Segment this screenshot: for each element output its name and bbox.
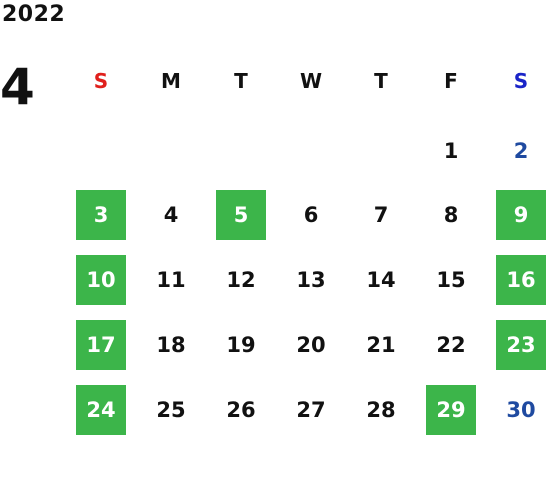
day-cell-22[interactable]: 22 <box>436 333 466 357</box>
day-cell-26[interactable]: 26 <box>226 398 256 422</box>
weekday-header-5: F <box>444 69 458 93</box>
month-label: 4 <box>0 58 35 116</box>
day-cell-23[interactable]: 23 <box>496 320 546 370</box>
day-cell-25[interactable]: 25 <box>156 398 186 422</box>
day-cell-14[interactable]: 14 <box>366 268 396 292</box>
day-cell-13[interactable]: 13 <box>296 268 326 292</box>
day-cell-7[interactable]: 7 <box>373 203 389 227</box>
day-cell-1[interactable]: 1 <box>443 139 459 163</box>
day-cell-28[interactable]: 28 <box>366 398 396 422</box>
weekday-header-1: M <box>161 69 181 93</box>
weekday-header-3: W <box>299 69 323 93</box>
weekday-header-2: T <box>234 69 248 93</box>
day-cell-29[interactable]: 29 <box>426 385 476 435</box>
day-cell-4[interactable]: 4 <box>163 203 179 227</box>
day-cell-11[interactable]: 11 <box>156 268 186 292</box>
weekday-header-0: S <box>93 69 109 93</box>
day-cell-3[interactable]: 3 <box>76 190 126 240</box>
day-cell-16[interactable]: 16 <box>496 255 546 305</box>
day-cell-12[interactable]: 12 <box>226 268 256 292</box>
day-cell-20[interactable]: 20 <box>296 333 326 357</box>
day-cell-10[interactable]: 10 <box>76 255 126 305</box>
weekday-header-6: S <box>513 69 529 93</box>
day-cell-24[interactable]: 24 <box>76 385 126 435</box>
weekday-header-4: T <box>374 69 388 93</box>
day-cell-18[interactable]: 18 <box>156 333 186 357</box>
day-cell-15[interactable]: 15 <box>436 268 466 292</box>
day-cell-30[interactable]: 30 <box>506 398 536 422</box>
day-cell-8[interactable]: 8 <box>443 203 459 227</box>
day-cell-17[interactable]: 17 <box>76 320 126 370</box>
day-cell-5[interactable]: 5 <box>216 190 266 240</box>
day-cell-19[interactable]: 19 <box>226 333 256 357</box>
day-cell-2[interactable]: 2 <box>513 139 529 163</box>
day-cell-9[interactable]: 9 <box>496 190 546 240</box>
day-cell-21[interactable]: 21 <box>366 333 396 357</box>
day-cell-6[interactable]: 6 <box>303 203 319 227</box>
day-cell-27[interactable]: 27 <box>296 398 326 422</box>
year-label: 2022 <box>2 2 66 27</box>
